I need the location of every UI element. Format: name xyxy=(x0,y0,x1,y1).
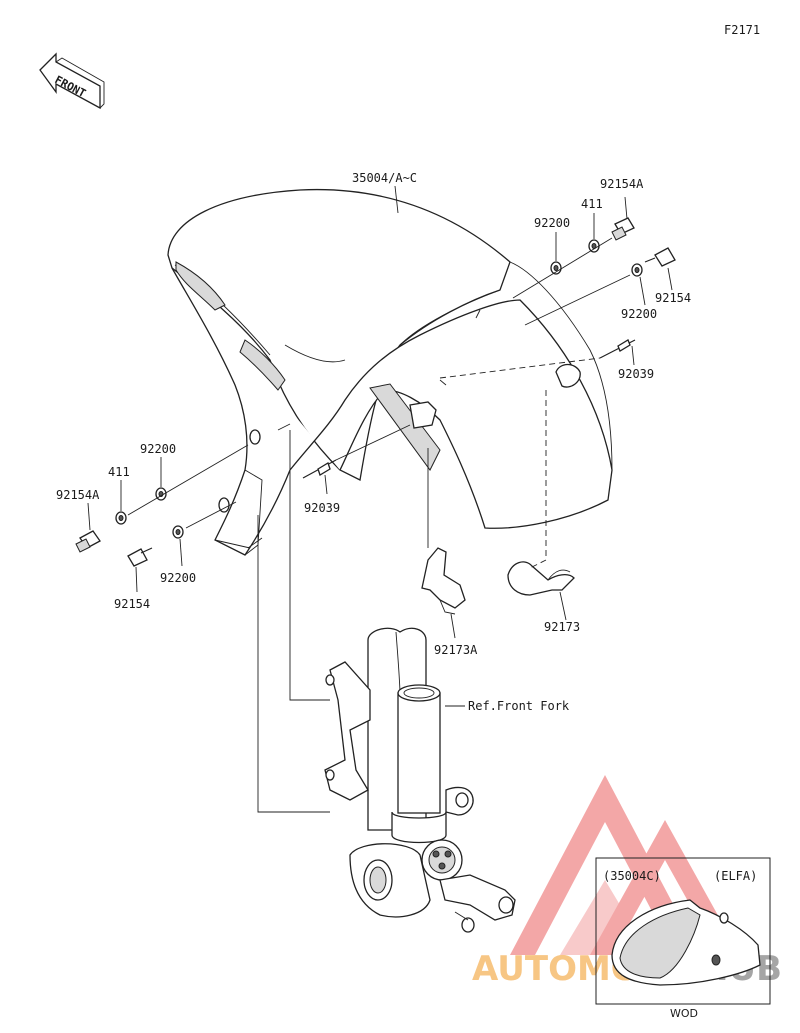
clamp-right-icon xyxy=(507,561,575,621)
front-arrow-icon: FRONT xyxy=(39,52,105,110)
callout-washer-right-top: 92200 xyxy=(534,216,570,230)
bolt-left-icon xyxy=(127,547,153,593)
washer-right-top-icon xyxy=(550,232,562,275)
front-fork xyxy=(324,627,516,933)
collar-left-icon xyxy=(115,480,127,525)
ref-front-fork-label: Ref.Front Fork xyxy=(468,699,570,713)
figure-code: F2171 xyxy=(724,23,760,37)
inset-variant-label: WOD xyxy=(670,1007,698,1020)
front-fender xyxy=(167,188,613,556)
clip-right-icon xyxy=(599,339,636,366)
variant-inset: (35004C) (ELFA) WOD xyxy=(595,857,771,1020)
inset-part-label: (35004C) xyxy=(603,869,661,883)
callout-fender: 35004/A~C xyxy=(352,171,417,185)
callout-clip-right: 92039 xyxy=(618,367,654,381)
clip-center-icon xyxy=(302,459,337,495)
callout-clamp-right: 92173 xyxy=(544,620,580,634)
callout-bolt-a-left: 92154A xyxy=(56,488,100,502)
bolt-a-right-icon xyxy=(611,196,635,241)
callout-washer-left-top: 92200 xyxy=(140,442,176,456)
callout-bolt-right: 92154 xyxy=(655,291,691,305)
callout-bolt-a-right: 92154A xyxy=(600,177,644,191)
callout-washer-left-bottom: 92200 xyxy=(160,571,196,585)
callout-bolt-left: 92154 xyxy=(114,597,150,611)
clamp-center-icon xyxy=(421,547,466,639)
bolt-a-left-icon xyxy=(75,502,101,553)
inset-color-label: (ELFA) xyxy=(714,869,757,883)
callout-collar-right: 411 xyxy=(581,197,603,211)
washer-left-bottom-icon xyxy=(172,525,184,567)
collar-right-icon xyxy=(588,213,600,253)
callout-clamp-center: 92173A xyxy=(434,643,478,657)
callout-clip-center: 92039 xyxy=(304,501,340,515)
callout-collar-left: 411 xyxy=(108,465,130,479)
washer-right-bottom-icon xyxy=(631,263,646,306)
callout-washer-right-bottom: 92200 xyxy=(621,307,657,321)
bolt-right-icon xyxy=(644,247,676,291)
